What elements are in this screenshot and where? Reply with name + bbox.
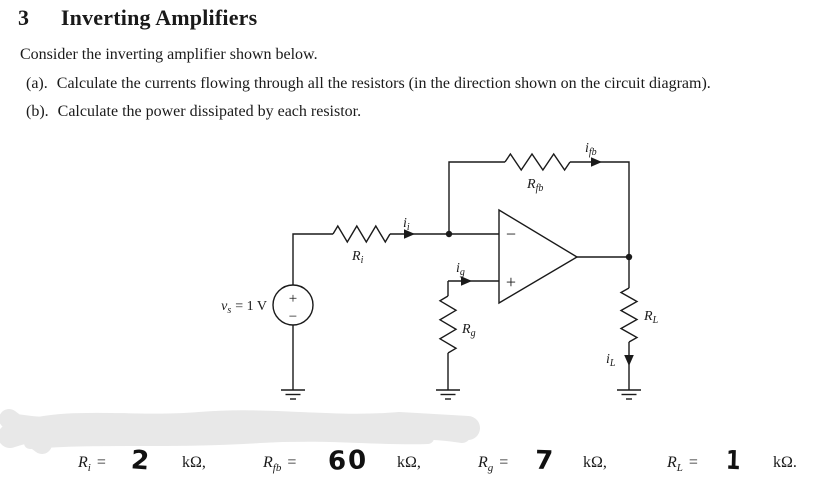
ground-rg <box>436 389 460 400</box>
source-plus-sign: + <box>289 291 297 307</box>
ri-label: Ri <box>351 249 364 266</box>
section-number: 3 <box>18 5 30 30</box>
value-label-ri: Ri= <box>78 454 106 475</box>
ground-rl <box>617 389 641 400</box>
source-minus-sign: − <box>289 309 297 325</box>
value-label-rfb: Rfb= <box>263 454 297 475</box>
value-unit-rg: kΩ, <box>583 454 607 471</box>
intro-text: Consider the inverting amplifier shown b… <box>20 46 318 63</box>
il-label: iL <box>606 352 616 369</box>
source-label: vs= 1 V <box>221 299 267 316</box>
resistor-rg <box>438 295 458 354</box>
ifb-label: ifb <box>585 141 597 158</box>
value-unit-rfb: kΩ, <box>397 454 421 471</box>
handwritten-value-rl: 1 <box>725 445 743 477</box>
voltage-source <box>272 284 314 326</box>
wire-source-to-ri <box>292 233 333 285</box>
value-unit-rl: kΩ. <box>773 454 797 471</box>
handwritten-value-rg: 7 <box>534 445 556 477</box>
wire-rfb-to-output <box>570 161 630 257</box>
ii-label: ii <box>403 216 410 233</box>
handwritten-value-rfb: 60 <box>327 445 369 477</box>
value-unit-ri: kΩ, <box>182 454 206 471</box>
opamp-triangle <box>498 208 579 305</box>
opamp-minus-sign: − <box>506 224 516 244</box>
ground-source <box>281 389 305 400</box>
handwritten-value-ri: 2 <box>129 445 153 477</box>
section-heading: 3 Inverting Amplifiers <box>18 5 257 31</box>
opamp-plus-sign: + <box>506 272 516 292</box>
task-a-label: (a). <box>26 75 48 92</box>
value-label-rg: Rg= <box>478 454 509 475</box>
eraser-smudge <box>0 409 480 454</box>
wire-node-to-rfb <box>448 161 505 234</box>
current-arrow-il <box>624 355 634 366</box>
circuit-wires <box>272 152 641 400</box>
task-a-text: Calculate the currents flowing through a… <box>56 75 711 92</box>
task-a: (a). Calculate the currents flowing throu… <box>26 75 711 93</box>
node-output <box>625 253 633 261</box>
current-arrow-ifb <box>591 157 602 167</box>
node-inverting-input <box>445 230 453 238</box>
resistor-rl <box>619 287 639 343</box>
task-b-text: Calculate the power dissipated by each r… <box>57 103 362 120</box>
task-b-label: (b). <box>26 103 49 120</box>
rg-label: Rg <box>461 322 476 339</box>
current-arrow-ig <box>461 276 472 286</box>
current-arrow-ii <box>404 229 415 239</box>
rfb-label: Rfb <box>526 177 543 194</box>
resistor-rfb <box>504 152 571 172</box>
value-label-rl: RL= <box>667 454 698 475</box>
resistor-ri <box>332 224 391 244</box>
rl-label: RL <box>643 309 659 326</box>
section-title: Inverting Amplifiers <box>60 5 258 30</box>
task-b: (b). Calculate the power dissipated by ea… <box>26 103 361 121</box>
ig-label: ig <box>456 261 465 278</box>
